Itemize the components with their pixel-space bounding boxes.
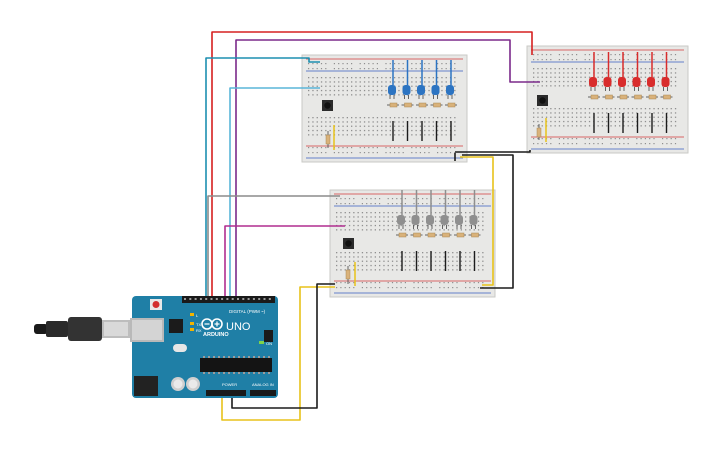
resistor — [536, 124, 542, 140]
breadboard-top-right — [526, 45, 689, 154]
resistor — [454, 232, 466, 238]
wire-yellow — [221, 286, 335, 421]
led — [647, 52, 655, 91]
push-button[interactable] — [537, 95, 548, 106]
resistor — [387, 102, 399, 108]
wire-magenta — [224, 225, 345, 297]
led-row-blue — [387, 60, 457, 141]
analog-label: ANALOG IN — [252, 382, 274, 387]
led — [388, 60, 396, 99]
arduino-uno: DIGITAL (PWM ~) ARDUINO UNO L TX RX ON — [130, 296, 278, 398]
l-label: L — [196, 313, 199, 318]
wire-teal — [205, 57, 320, 297]
resistor — [439, 232, 452, 238]
resistor — [325, 131, 331, 148]
led — [618, 52, 626, 91]
breadboard-top-left — [301, 54, 468, 163]
icsp-header — [264, 330, 273, 342]
model-label: UNO — [226, 321, 251, 333]
wire-black-down — [462, 154, 514, 289]
digital-pins — [184, 298, 271, 300]
resistor — [660, 94, 673, 100]
resistor — [401, 102, 414, 108]
resistor — [468, 232, 481, 238]
resistor — [430, 102, 443, 108]
led — [632, 52, 641, 91]
wire-black — [231, 283, 335, 409]
led — [661, 52, 670, 91]
led — [426, 190, 434, 229]
chip-pins-bottom — [203, 372, 270, 374]
led — [446, 60, 454, 99]
resistor — [617, 94, 629, 100]
wire-black-right — [455, 150, 531, 153]
wire-yellow-link — [460, 156, 494, 286]
led — [589, 52, 597, 91]
resistor — [646, 94, 658, 100]
atmega-chip — [200, 358, 272, 372]
chip-pins-top — [203, 356, 270, 358]
led — [417, 60, 425, 99]
led — [469, 190, 478, 229]
resistor — [345, 266, 351, 284]
wire-gray — [207, 195, 340, 297]
digital-header — [182, 296, 275, 303]
analog-header — [250, 390, 276, 396]
wire-purple — [235, 39, 540, 297]
led-row-red — [588, 52, 673, 133]
led — [603, 52, 612, 91]
led — [402, 60, 411, 99]
led — [397, 190, 405, 229]
wire-light-blue — [229, 87, 320, 297]
led — [411, 190, 420, 229]
resistor — [396, 232, 408, 238]
led-row-gray — [396, 190, 481, 271]
push-button[interactable] — [322, 100, 333, 111]
resistor — [588, 94, 600, 100]
usb-cable — [34, 317, 130, 341]
crystal — [173, 344, 187, 352]
resistor — [425, 232, 437, 238]
resistor — [416, 102, 428, 108]
tx-label: TX — [196, 322, 201, 327]
led — [440, 190, 449, 229]
resistor — [631, 94, 644, 100]
wires — [205, 31, 540, 421]
breadboard-middle — [329, 189, 496, 298]
wire-red — [211, 31, 533, 297]
usb-chip — [169, 319, 183, 333]
resistor — [445, 102, 457, 108]
on-label: ON — [266, 341, 272, 346]
brand-label: ARDUINO — [203, 332, 229, 338]
power-header — [206, 390, 246, 396]
resistor — [602, 94, 615, 100]
resistor — [410, 232, 423, 238]
led — [431, 60, 440, 99]
push-button[interactable] — [343, 238, 354, 249]
digital-label: DIGITAL (PWM ~) — [229, 309, 266, 314]
led — [455, 190, 463, 229]
power-jack — [134, 376, 158, 396]
rx-label: RX — [196, 328, 202, 333]
arduino-logo — [201, 318, 223, 330]
power-label: POWER — [222, 382, 237, 387]
